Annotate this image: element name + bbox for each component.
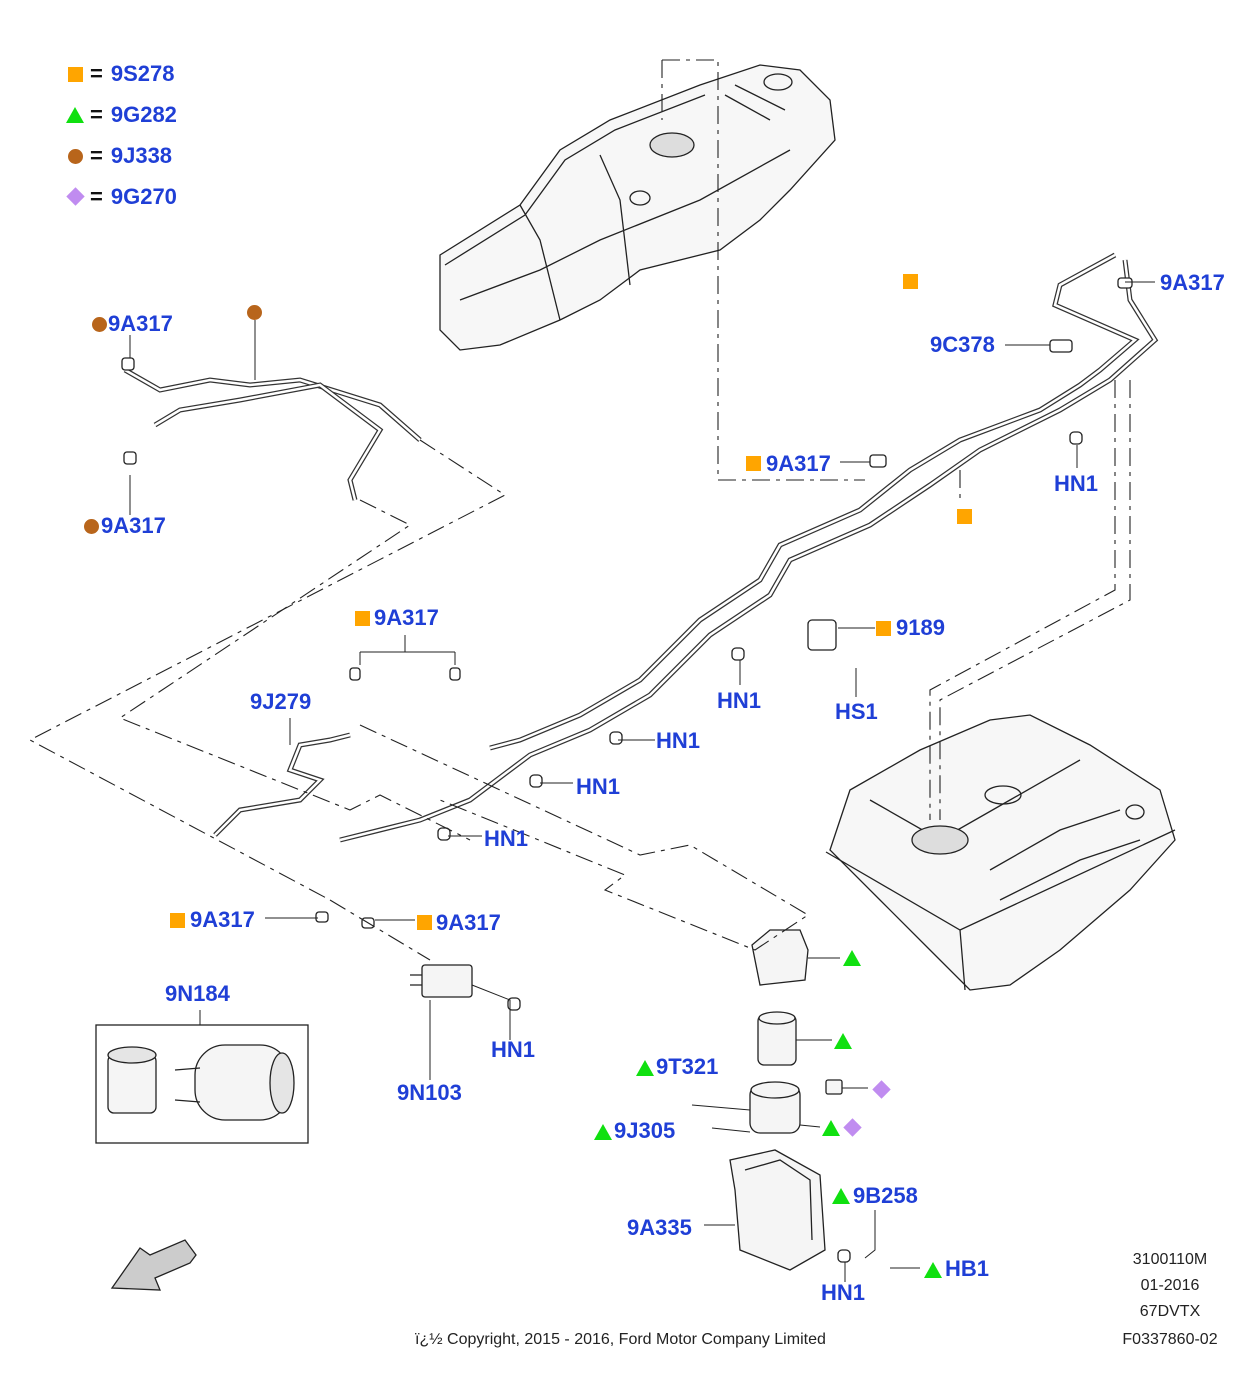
upper-fuel-tank bbox=[439, 64, 836, 351]
callout-hn1: HN1 bbox=[491, 1037, 536, 1062]
callout-9c378: 9C378 bbox=[930, 332, 995, 357]
fuel-lines bbox=[123, 252, 1159, 843]
square-marker-icon bbox=[957, 509, 972, 524]
callout-9t321: 9T321 bbox=[656, 1054, 719, 1079]
direction-arrow bbox=[110, 1239, 197, 1291]
callout-9a317: 9A317 bbox=[190, 907, 255, 932]
clips bbox=[121, 277, 1133, 1263]
callout-9n103: 9N103 bbox=[397, 1080, 462, 1105]
callout-hn1: HN1 bbox=[656, 728, 701, 753]
callout-9a317: 9A317 bbox=[101, 513, 166, 538]
legend-circle-icon bbox=[68, 149, 83, 164]
legend-item-diamond: =9G270 bbox=[90, 184, 177, 209]
callout-hn1: HN1 bbox=[484, 826, 529, 851]
triangle-marker-icon bbox=[822, 1120, 840, 1136]
callout-hs1: HS1 bbox=[835, 699, 878, 724]
square-marker-icon bbox=[170, 913, 185, 928]
square-marker-icon bbox=[903, 274, 918, 289]
leaders bbox=[129, 281, 1155, 1282]
legend-item-square: =9S278 bbox=[90, 61, 175, 86]
dashed-lines bbox=[28, 59, 1131, 961]
callout-9j279: 9J279 bbox=[250, 689, 312, 714]
callout-9a317: 9A317 bbox=[374, 605, 439, 630]
callout-9a317: 9A317 bbox=[436, 910, 501, 935]
copyright-notice: ï¿½ Copyright, 2015 - 2016, Ford Motor C… bbox=[415, 1331, 826, 1348]
callout-9j305: 9J305 bbox=[614, 1118, 676, 1143]
lower-fuel-tank bbox=[825, 714, 1176, 991]
circle-marker-icon bbox=[84, 519, 99, 534]
triangle-marker-icon bbox=[594, 1124, 612, 1140]
fuel-filter-assembly bbox=[410, 929, 843, 1271]
callout-9a317: 9A317 bbox=[766, 451, 831, 476]
triangle-marker-icon bbox=[832, 1188, 850, 1204]
callout-9189: 9189 bbox=[896, 615, 945, 640]
square-marker-icon bbox=[417, 915, 432, 930]
triangle-marker-icon bbox=[834, 1033, 852, 1049]
callout-9n184: 9N184 bbox=[165, 981, 230, 1006]
callout-9a317: 9A317 bbox=[108, 311, 173, 336]
diagram-code: 3100110M bbox=[1132, 1251, 1208, 1268]
triangle-marker-icon bbox=[843, 950, 861, 966]
callout-hn1: HN1 bbox=[1054, 471, 1099, 496]
circle-marker-icon bbox=[92, 317, 107, 332]
callout-9b258: 9B258 bbox=[853, 1183, 918, 1208]
square-marker-icon bbox=[746, 456, 761, 471]
legend-square-icon bbox=[68, 67, 83, 82]
callout-hb1: HB1 bbox=[945, 1256, 990, 1281]
diagram-model: 67DVTX bbox=[1139, 1303, 1201, 1320]
callout-9a335: 9A335 bbox=[627, 1215, 692, 1240]
callout-hn1: HN1 bbox=[717, 688, 762, 713]
triangle-marker-icon bbox=[924, 1262, 942, 1278]
triangle-marker-icon bbox=[636, 1060, 654, 1076]
inset-9N184 bbox=[95, 1024, 309, 1144]
legend-triangle-icon bbox=[66, 107, 84, 123]
legend-item-circle: =9J338 bbox=[90, 143, 173, 168]
square-marker-icon bbox=[876, 621, 891, 636]
callout-9a317: 9A317 bbox=[1160, 270, 1225, 295]
diagram-figure-id: F0337860-02 bbox=[1122, 1331, 1218, 1348]
legend-item-triangle: =9G282 bbox=[90, 102, 177, 127]
square-marker-icon bbox=[355, 611, 370, 626]
callout-hn1: HN1 bbox=[576, 774, 621, 799]
callout-hn1: HN1 bbox=[821, 1280, 866, 1305]
circle-marker-icon bbox=[247, 305, 262, 320]
diagram-date: 01-2016 bbox=[1140, 1277, 1200, 1294]
